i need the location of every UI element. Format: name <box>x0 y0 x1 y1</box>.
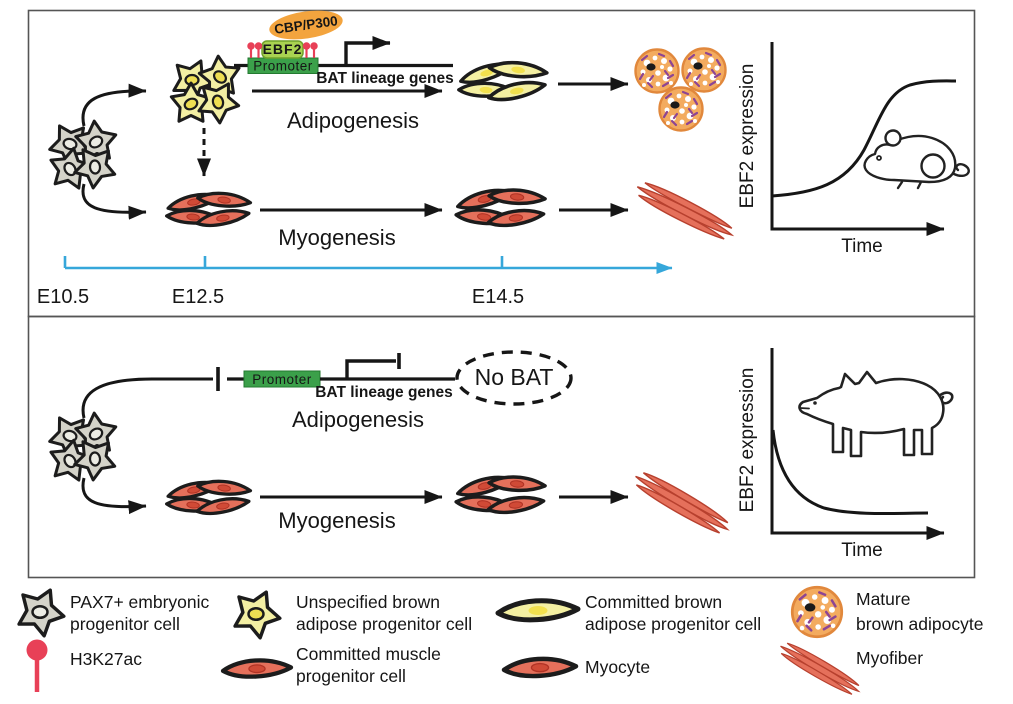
legend-label: Unspecified brown <box>296 592 440 612</box>
top-panel-border <box>27 9 976 318</box>
h3k27ac-icon <box>246 41 256 59</box>
legend-icon-pax7-cell <box>19 590 64 636</box>
timepoint-e10-5: E10.5 <box>37 286 89 308</box>
legend-label: Myofiber <box>856 648 923 668</box>
legend: PAX7+ embryonic progenitor cell H3K27ac … <box>19 585 983 700</box>
legend-icon-mature-adipocyte <box>790 585 844 639</box>
myocyte-cluster <box>456 473 546 514</box>
legend-label: progenitor cell <box>296 666 406 686</box>
legend-label: Mature <box>856 589 910 609</box>
graph-axes <box>770 348 945 540</box>
bat-lineage-genes-label: BAT lineage genes <box>316 70 454 87</box>
timepoint-e12-5: E12.5 <box>172 286 224 308</box>
h3k27ac-icon <box>253 41 264 59</box>
ebf2-promoter-construct: CBP/P300 EBF2 Promoter BAT lineage genes <box>234 10 454 87</box>
legend-icon-unspecified-brown <box>235 592 280 638</box>
legend-label: adipose progenitor cell <box>585 614 761 634</box>
legend-icon-committed-muscle <box>223 660 291 676</box>
graph-xlabel: Time <box>841 540 883 561</box>
h3k27ac-icon <box>309 41 319 59</box>
legend-icon-myofiber <box>775 638 864 700</box>
committed-muscle-progenitor-cluster <box>166 190 251 228</box>
myofiber-icon <box>629 466 734 540</box>
legend-label: Myocyte <box>585 657 650 677</box>
ebf2-box <box>261 40 304 59</box>
legend-label: Committed brown <box>585 592 722 612</box>
committed-muscle-progenitor-cluster <box>166 478 251 516</box>
ebf2-expression-graph-mouse: EBF2 expression Time <box>737 42 970 257</box>
legend-icon-h3k27ac <box>26 639 48 692</box>
promoter-label: Promoter <box>253 59 313 74</box>
myogenesis-label: Myogenesis <box>278 225 395 250</box>
adipogenesis-label: Adipogenesis <box>287 108 419 133</box>
committed-brown-adipose-progenitor-cluster <box>458 59 547 103</box>
myofiber-icon <box>631 176 738 245</box>
no-bat-label: No BAT <box>475 364 554 390</box>
mouse-drawing <box>863 129 970 190</box>
arrow-to-myogenesis <box>81 477 147 515</box>
bottom-panel-pig: Promoter BAT lineage genes No BAT Adipog… <box>43 348 954 561</box>
ebf2-expression-graph-pig: EBF2 expression Time <box>737 348 954 561</box>
silenced-promoter-construct: Promoter BAT lineage genes <box>243 353 455 401</box>
unspecified-brown-adipose-progenitor-cluster <box>166 51 248 131</box>
graph-ylabel: EBF2 expression <box>737 64 758 209</box>
arrow-to-myogenesis <box>81 183 147 220</box>
graph-axes <box>770 42 945 236</box>
graph-xlabel: Time <box>841 236 883 257</box>
graph-ylabel: EBF2 expression <box>737 368 758 513</box>
cbp-p300-ellipse <box>269 10 343 40</box>
legend-icon-committed-brown <box>498 601 578 620</box>
legend-label: H3K27ac <box>70 649 142 669</box>
ebf2-label: EBF2 <box>263 41 303 57</box>
legend-label: brown adipocyte <box>856 614 983 634</box>
legend-label: adipose progenitor cell <box>296 614 472 634</box>
expression-curve-increasing <box>771 79 957 198</box>
bat-lineage-genes-label: BAT lineage genes <box>315 384 453 401</box>
legend-label: Committed muscle <box>296 644 441 664</box>
expression-curve-decreasing <box>771 429 929 516</box>
legend-label: PAX7+ embryonic <box>70 592 210 612</box>
myocyte-cluster <box>456 186 546 227</box>
pax7-progenitor-cell-cluster <box>43 407 125 490</box>
blocked-transcription-arrow <box>345 359 396 379</box>
legend-label: progenitor cell <box>70 614 180 634</box>
blocked-path-to-adipogenesis <box>81 377 213 419</box>
adipogenesis-label: Adipogenesis <box>292 407 424 432</box>
h3k27ac-icon <box>301 41 312 59</box>
promoter-label: Promoter <box>252 372 312 387</box>
myogenesis-label: Myogenesis <box>278 508 395 533</box>
top-panel-mouse: CBP/P300 EBF2 Promoter BAT lineage genes… <box>37 10 970 308</box>
bottom-panel-border <box>27 315 976 579</box>
mature-brown-adipocytes <box>634 47 727 132</box>
arrow-to-adipogenesis <box>81 83 147 127</box>
developmental-timeline: E10.5 E12.5 E14.5 <box>37 256 673 308</box>
transcription-arrow <box>344 36 391 66</box>
pig-drawing <box>798 370 954 458</box>
no-bat-ellipse <box>455 350 573 406</box>
legend-icon-myocyte <box>504 659 576 676</box>
timepoint-e14-5: E14.5 <box>472 286 524 308</box>
